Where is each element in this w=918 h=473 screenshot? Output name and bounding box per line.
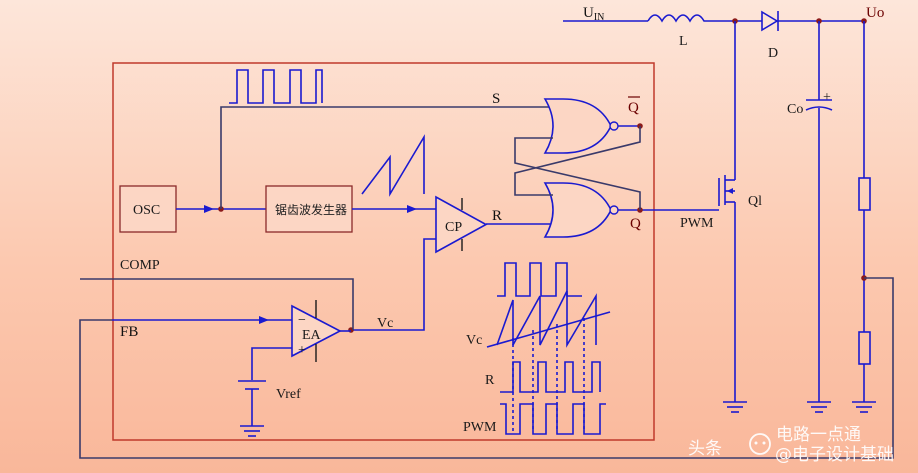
watermark-source: 头条 (688, 439, 722, 459)
ground-symbol (723, 401, 747, 413)
osc-label: OSC (133, 203, 160, 218)
cp-comparator (435, 195, 488, 254)
vc-label: Vc (377, 316, 393, 331)
clock-waveform (229, 69, 323, 104)
ground-symbol (240, 425, 264, 437)
comp-label: COMP (120, 258, 160, 273)
q-label: Q (630, 216, 641, 232)
ground-symbol (807, 401, 831, 413)
s-label: S (492, 91, 500, 107)
mosfet-label: Ql (748, 194, 762, 209)
timing-waveforms: Vc R PWM (463, 262, 611, 435)
ea-amplifier (291, 304, 342, 358)
resistor-top (858, 177, 871, 211)
qbar-label: Q (628, 100, 639, 116)
osc-block (119, 185, 177, 233)
capacitor-plus-label: + (823, 90, 831, 105)
fb-label: FB (120, 324, 138, 340)
controller-internals: OSC 锯齿波发生器 CP (80, 69, 719, 437)
sawtooth-generator-block (265, 185, 353, 233)
chat-bubble-icon (749, 433, 771, 455)
sawtooth-waveform (361, 134, 425, 197)
ea-label: EA (302, 328, 322, 343)
uin-label: UIN (583, 5, 604, 23)
capacitor-label: Co (787, 102, 803, 117)
fb-feedback-line (79, 277, 894, 459)
inductor-label: L (679, 34, 688, 49)
cp-label: CP (445, 220, 462, 235)
watermark-logo-text: 电路一点通 (776, 425, 861, 445)
watermark-account: @电子设计基础 (775, 445, 894, 465)
diode-label: D (768, 46, 778, 61)
power-stage: UIN L D Uo Co + Ql PWM (79, 5, 894, 459)
nor-gate-bottom (543, 182, 612, 238)
wave-r-label: R (485, 373, 495, 388)
r-label: R (492, 208, 502, 224)
wave-vc-label: Vc (466, 333, 482, 348)
nor-gate-top (543, 98, 612, 154)
pwm-label: PWM (680, 216, 714, 231)
sawtooth-generator-label: 锯齿波发生器 (275, 202, 347, 217)
uo-label: Uo (866, 5, 884, 21)
inductor-symbol (647, 14, 709, 23)
ground-symbol (852, 401, 876, 413)
ea-plus-label: + (298, 343, 306, 358)
vref-label: Vref (276, 387, 301, 402)
diode-symbol (761, 10, 779, 32)
controller-frame (112, 62, 655, 441)
watermark: 头条 电路一点通 @电子设计基础 (688, 425, 894, 465)
resistor-bottom (858, 331, 871, 365)
ea-minus-label: − (298, 313, 306, 328)
wave-pwm-label: PWM (463, 420, 497, 435)
